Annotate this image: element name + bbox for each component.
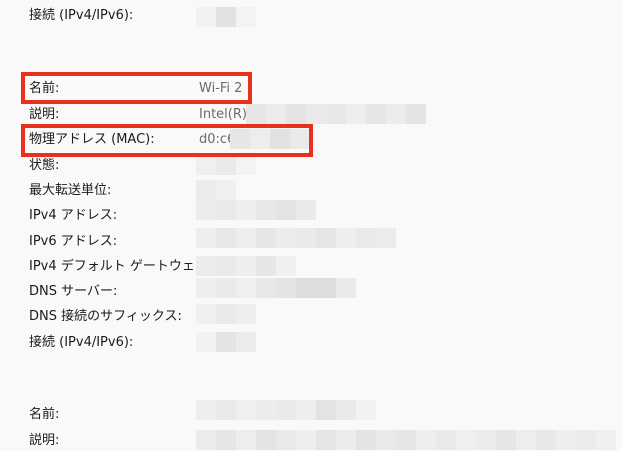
mac-address-value[interactable]: d0:c6 (199, 132, 236, 147)
redacted-dns-suffix-value (196, 304, 256, 324)
name-highlight-box (21, 72, 252, 104)
ipv4-gateway-label: IPv4 デフォルト ゲートウェイ: (29, 259, 213, 274)
status-label: 状態: (29, 158, 60, 173)
mac-address-label: 物理アドレス (MAC): (29, 132, 155, 147)
redacted-connection-value-2 (196, 332, 256, 352)
name-value[interactable]: Wi-Fi 2 (199, 81, 243, 96)
redacted-mac-value (230, 129, 310, 149)
redacted-ipv4-value (196, 200, 316, 220)
redacted-name-value-2 (196, 400, 376, 420)
description-value[interactable]: Intel(R) (199, 107, 247, 122)
name-label-2: 名前: (29, 407, 60, 422)
redacted-ipv6-value (196, 228, 396, 248)
redacted-connection-value (196, 7, 256, 27)
dns-server-label: DNS サーバー: (29, 284, 118, 299)
connection-type-label: 接続 (IPv4/IPv6): (29, 8, 134, 23)
connection-type-label-2: 接続 (IPv4/IPv6): (29, 335, 134, 350)
ipv6-address-label: IPv6 アドレス: (29, 234, 118, 249)
redacted-dns-value (196, 278, 356, 298)
ipv4-address-label: IPv4 アドレス: (29, 208, 118, 223)
description-label-2: 説明: (29, 433, 60, 448)
redacted-description-value (246, 104, 426, 124)
name-label: 名前: (29, 81, 60, 96)
description-label: 説明: (29, 107, 60, 122)
redacted-status-value (196, 155, 256, 175)
redacted-mtu-value (196, 180, 236, 200)
redacted-gateway-value (196, 256, 296, 276)
mtu-label: 最大転送単位: (29, 183, 112, 198)
redacted-description-value-2 (196, 430, 616, 450)
mac-highlight-box (21, 124, 313, 157)
dns-suffix-label: DNS 接続のサフィックス: (29, 309, 182, 324)
